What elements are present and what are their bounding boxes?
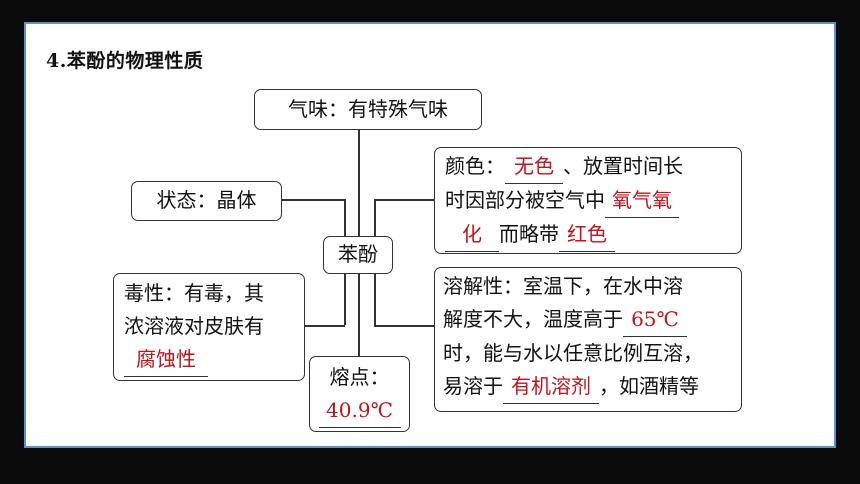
odor-text: 气味：有特殊气味 bbox=[288, 97, 448, 121]
color-line2-prefix: 时因部分被空气中 bbox=[445, 188, 605, 212]
color-line1-suffix: 、放置时间长 bbox=[563, 154, 683, 178]
solubility-line-3: 时，能与水以任意比例互溶， bbox=[443, 341, 703, 365]
solubility-line4-prefix: 易溶于 bbox=[443, 374, 503, 398]
center-text: 苯酚 bbox=[338, 242, 378, 266]
color-label: 颜色： bbox=[445, 154, 505, 178]
color-box: 颜色：无色、放置时间长 时因部分被空气中氧气氧 化而略带红色 bbox=[434, 147, 742, 254]
toxicity-box: 毒性：有毒，其 浓溶液对皮肤有 腐蚀性 bbox=[113, 273, 305, 381]
connector-toxicity-horizontal bbox=[304, 325, 345, 327]
state-box: 状态：晶体 bbox=[131, 181, 282, 221]
color-answer-blank: 无色 bbox=[505, 150, 563, 184]
toxicity-line-1: 毒性：有毒，其 bbox=[124, 281, 264, 305]
toxicity-answer-blank: 腐蚀性 bbox=[124, 343, 208, 377]
connector-solubility-horizontal bbox=[374, 325, 434, 327]
melting-point-answer-blank: 40.9℃ bbox=[318, 394, 401, 428]
color-line3-mid: 而略带 bbox=[499, 222, 559, 246]
oxidation-answer-blank: 氧气氧 bbox=[605, 184, 679, 218]
odor-box: 气味：有特殊气味 bbox=[254, 89, 482, 130]
toxicity-line-3: 腐蚀性 bbox=[124, 343, 304, 377]
solubility-line-4: 易溶于有机溶剂，如酒精等 bbox=[443, 370, 741, 404]
melting-point-label: 熔点： bbox=[329, 365, 390, 389]
connector-odor-vertical bbox=[358, 129, 360, 236]
connector-state-vertical bbox=[344, 199, 346, 236]
color-line-3: 化而略带红色 bbox=[445, 218, 741, 252]
melting-point-line-2: 40.9℃ bbox=[310, 394, 409, 428]
state-text: 状态：晶体 bbox=[156, 188, 257, 212]
solubility-line4-suffix: ，如酒精等 bbox=[599, 374, 699, 398]
temperature-answer-blank: 65℃ bbox=[623, 303, 687, 337]
solubility-line-1: 溶解性：室温下，在水中溶 bbox=[443, 274, 683, 298]
toxicity-line-2: 浓溶液对皮肤有 bbox=[124, 314, 264, 338]
connector-color-vertical bbox=[374, 199, 376, 236]
solvent-answer-blank: 有机溶剂 bbox=[503, 370, 599, 404]
center-node: 苯酚 bbox=[323, 236, 393, 274]
oxidation-answer-continued: 化 bbox=[445, 218, 499, 252]
connector-melting-vertical bbox=[358, 274, 360, 356]
page-title: 4.苯酚的物理性质 bbox=[46, 50, 204, 72]
tint-answer-blank: 红色 bbox=[559, 218, 615, 252]
color-line-1: 颜色：无色、放置时间长 bbox=[445, 150, 741, 184]
connector-solubility-vertical bbox=[374, 274, 376, 325]
connector-state-horizontal bbox=[282, 199, 344, 201]
solubility-line2-prefix: 解度不大，温度高于 bbox=[443, 307, 623, 331]
melting-point-box: 熔点： 40.9℃ bbox=[309, 356, 410, 432]
connector-color-horizontal bbox=[374, 199, 434, 201]
color-line-2: 时因部分被空气中氧气氧 bbox=[445, 184, 741, 218]
connector-toxicity-vertical bbox=[344, 274, 346, 325]
